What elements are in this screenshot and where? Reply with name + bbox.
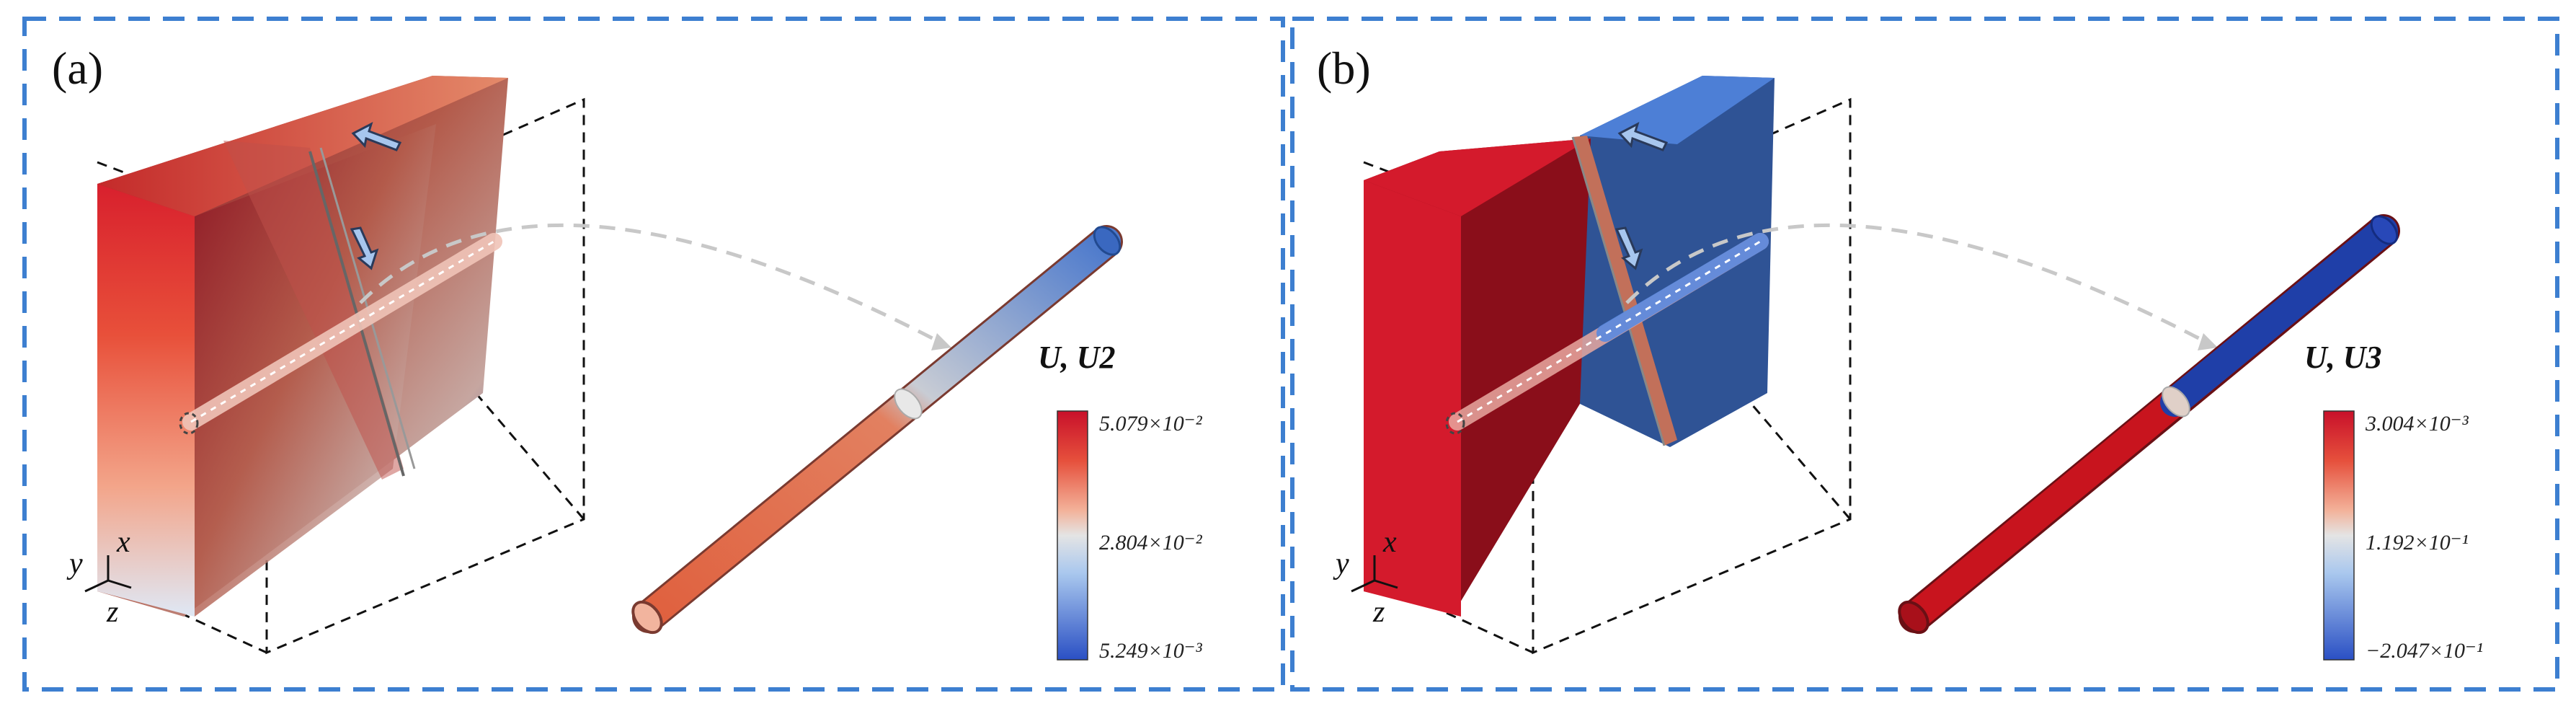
- colorbar-b-tick-max: 3.004×10⁻³: [2366, 412, 2469, 436]
- zoom-arrow: [359, 223, 942, 345]
- isolated-pipe: [1898, 214, 2400, 635]
- colorbar-a-title: U, U2: [1038, 340, 1116, 375]
- axis-y-label: y: [69, 547, 83, 580]
- colorbar-a-tick-mid: 2.804×10⁻²: [1099, 531, 1202, 555]
- embedded-pipe: [179, 233, 502, 435]
- panel-a-border: [22, 17, 1285, 692]
- colorbar-b-tick-mid: 1.192×10⁻¹: [2366, 531, 2469, 555]
- colorbar-b-tick-min: −2.047×10⁻¹: [2366, 639, 2483, 663]
- panel-b-border: [1290, 17, 2559, 692]
- axis-y-label: y: [1336, 547, 1349, 580]
- axis-x-label: x: [1383, 526, 1397, 559]
- axis-x-label: x: [117, 526, 130, 559]
- panel-b: (b) U, U3 3.004×10⁻³ 1.192×10⁻¹ −2.047×1…: [1288, 0, 2576, 724]
- panel-a-label: (a): [52, 43, 104, 94]
- axis-z-label: z: [107, 596, 119, 629]
- embedded-pipe: [1445, 233, 1769, 435]
- colorbar: [1057, 410, 1088, 661]
- slip-arrow-icon: [1615, 122, 1669, 270]
- panel-a: (a) U, U2 5.079×10⁻² 2.804×10⁻² 5.249×10…: [22, 17, 1285, 692]
- colorbar-a-tick-min: 5.249×10⁻³: [1099, 639, 1202, 663]
- panel-b-label: (b): [1317, 43, 1371, 94]
- panel-b-figure: [1290, 17, 2559, 692]
- colorbar-b-title: U, U3: [2304, 340, 2382, 375]
- axis-z-label: z: [1373, 596, 1385, 629]
- axis-triad-icon: [84, 555, 132, 593]
- slip-arrow-icon: [350, 122, 402, 270]
- colorbar: [2323, 410, 2355, 661]
- panel-a-figure: [22, 17, 1285, 692]
- axis-triad-icon: [1351, 555, 1398, 593]
- isolated-pipe: [631, 225, 1123, 635]
- colorbar-a-tick-max: 5.079×10⁻²: [1099, 412, 1202, 436]
- zoom-arrow: [1625, 223, 2208, 345]
